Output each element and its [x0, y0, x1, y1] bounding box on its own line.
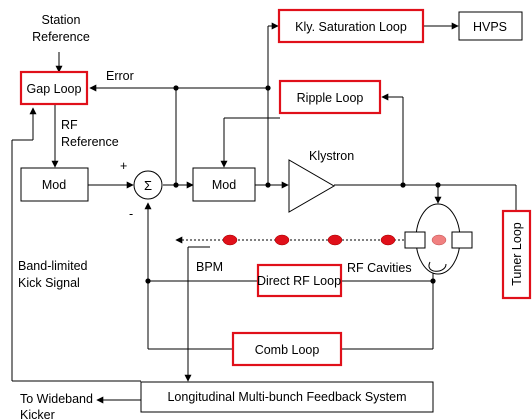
ripple-loop-block: Ripple Loop	[278, 79, 382, 115]
kly-saturation-loop-block: Kly. Saturation Loop	[277, 8, 425, 44]
rf-cavities-label: RF Cavities	[347, 261, 412, 275]
sigma-symbol: Σ	[144, 178, 152, 193]
to-wideband-label-2: Kicker	[20, 408, 55, 420]
bpm-label: BPM	[196, 260, 223, 274]
mod-center-label: Mod	[212, 178, 236, 192]
feedback-system-block: Longitudinal Multi-bunch Feedback System	[140, 381, 434, 413]
hvps-block: HVPS	[458, 11, 523, 41]
mod-left-block: Mod	[20, 167, 89, 202]
mod-left-label: Mod	[42, 178, 66, 192]
bunch-2	[274, 234, 290, 246]
feedback-system-label: Longitudinal Multi-bunch Feedback System	[167, 390, 406, 404]
band-limited-label-1: Band-limited	[18, 259, 88, 273]
bunch-4	[380, 234, 396, 246]
station-reference-label-2: Reference	[32, 30, 90, 44]
mod-center-block: Mod	[192, 167, 256, 202]
comb-loop-block: Comb Loop	[231, 331, 343, 367]
rf-reference-label-1: RF	[61, 118, 78, 132]
signal-wires	[11, 22, 517, 404]
comb-loop-label: Comb Loop	[255, 343, 320, 357]
error-label: Error	[106, 69, 134, 83]
hvps-label: HVPS	[473, 20, 507, 34]
rf-reference-label-2: Reference	[61, 135, 119, 149]
tuner-loop-block: Tuner Loop	[501, 209, 532, 300]
gap-loop-block: Gap Loop	[19, 70, 89, 106]
klystron-amplifier	[288, 159, 335, 213]
station-reference-label-1: Station	[42, 13, 81, 27]
klystron-label: Klystron	[309, 149, 354, 163]
direct-rf-loop-label: Direct RF Loop	[257, 274, 341, 288]
tuner-loop-label: Tuner Loop	[510, 222, 524, 286]
minus-sign: -	[129, 207, 133, 221]
to-wideband-label-1: To Wideband	[20, 392, 93, 406]
direct-rf-loop-block: Direct RF Loop	[256, 263, 343, 298]
bunch-5	[431, 234, 447, 246]
bunch-3	[327, 234, 343, 246]
summing-junction: Σ	[133, 170, 163, 200]
kly-saturation-loop-label: Kly. Saturation Loop	[295, 20, 407, 34]
plus-sign: +	[120, 159, 127, 173]
ripple-loop-label: Ripple Loop	[297, 91, 364, 105]
bunch-1	[222, 234, 238, 246]
junction-dots	[145, 85, 441, 284]
band-limited-label-2: Kick Signal	[18, 276, 80, 290]
beam-bunches	[222, 234, 447, 246]
gap-loop-label: Gap Loop	[27, 82, 82, 96]
